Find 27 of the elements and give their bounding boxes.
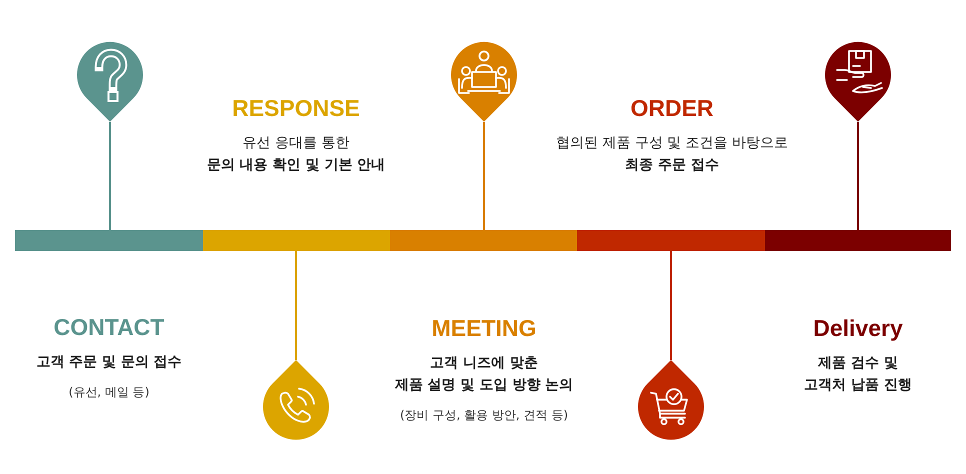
question-mark-pin-icon bbox=[77, 42, 143, 122]
phone-drop-icon bbox=[263, 360, 329, 440]
stage-description: 제품 검수 및 고객처 납품 진행 bbox=[804, 354, 912, 395]
stage-note: (유선, 메일 등) bbox=[68, 384, 150, 401]
stage-title: ORDER bbox=[630, 94, 714, 123]
connector-line bbox=[109, 122, 111, 230]
connector-line bbox=[670, 251, 672, 360]
stage-title: Delivery bbox=[813, 314, 903, 343]
stage-title: CONTACT bbox=[54, 313, 164, 342]
connector-line bbox=[483, 122, 485, 230]
box-handover-pin-icon bbox=[825, 42, 891, 122]
stage-description: 유선 응대를 통한 문의 내용 확인 및 기본 안내 bbox=[206, 134, 386, 175]
connector-line bbox=[295, 251, 297, 360]
stage-description: 고객 주문 및 문의 접수 bbox=[36, 353, 182, 372]
timeline-bar-segment bbox=[765, 230, 951, 251]
stage-title: MEETING bbox=[432, 314, 536, 343]
timeline-bar-segment bbox=[15, 230, 203, 251]
stage-description: 고객 니즈에 맞춘 제품 설명 및 도입 방향 논의 bbox=[394, 354, 574, 395]
timeline-bar-segment bbox=[390, 230, 577, 251]
timeline-bar-segment bbox=[203, 230, 390, 251]
stage-title: RESPONSE bbox=[232, 94, 360, 123]
stage-note: (장비 구성, 활용 방안, 견적 등) bbox=[400, 407, 568, 424]
stage-description: 협의된 제품 구성 및 조건을 바탕으로 최종 주문 접수 bbox=[556, 134, 788, 175]
meeting-table-pin-icon bbox=[451, 42, 517, 122]
cart-check-drop-icon bbox=[638, 360, 704, 440]
connector-line bbox=[857, 122, 859, 230]
timeline-bar-segment bbox=[577, 230, 765, 251]
